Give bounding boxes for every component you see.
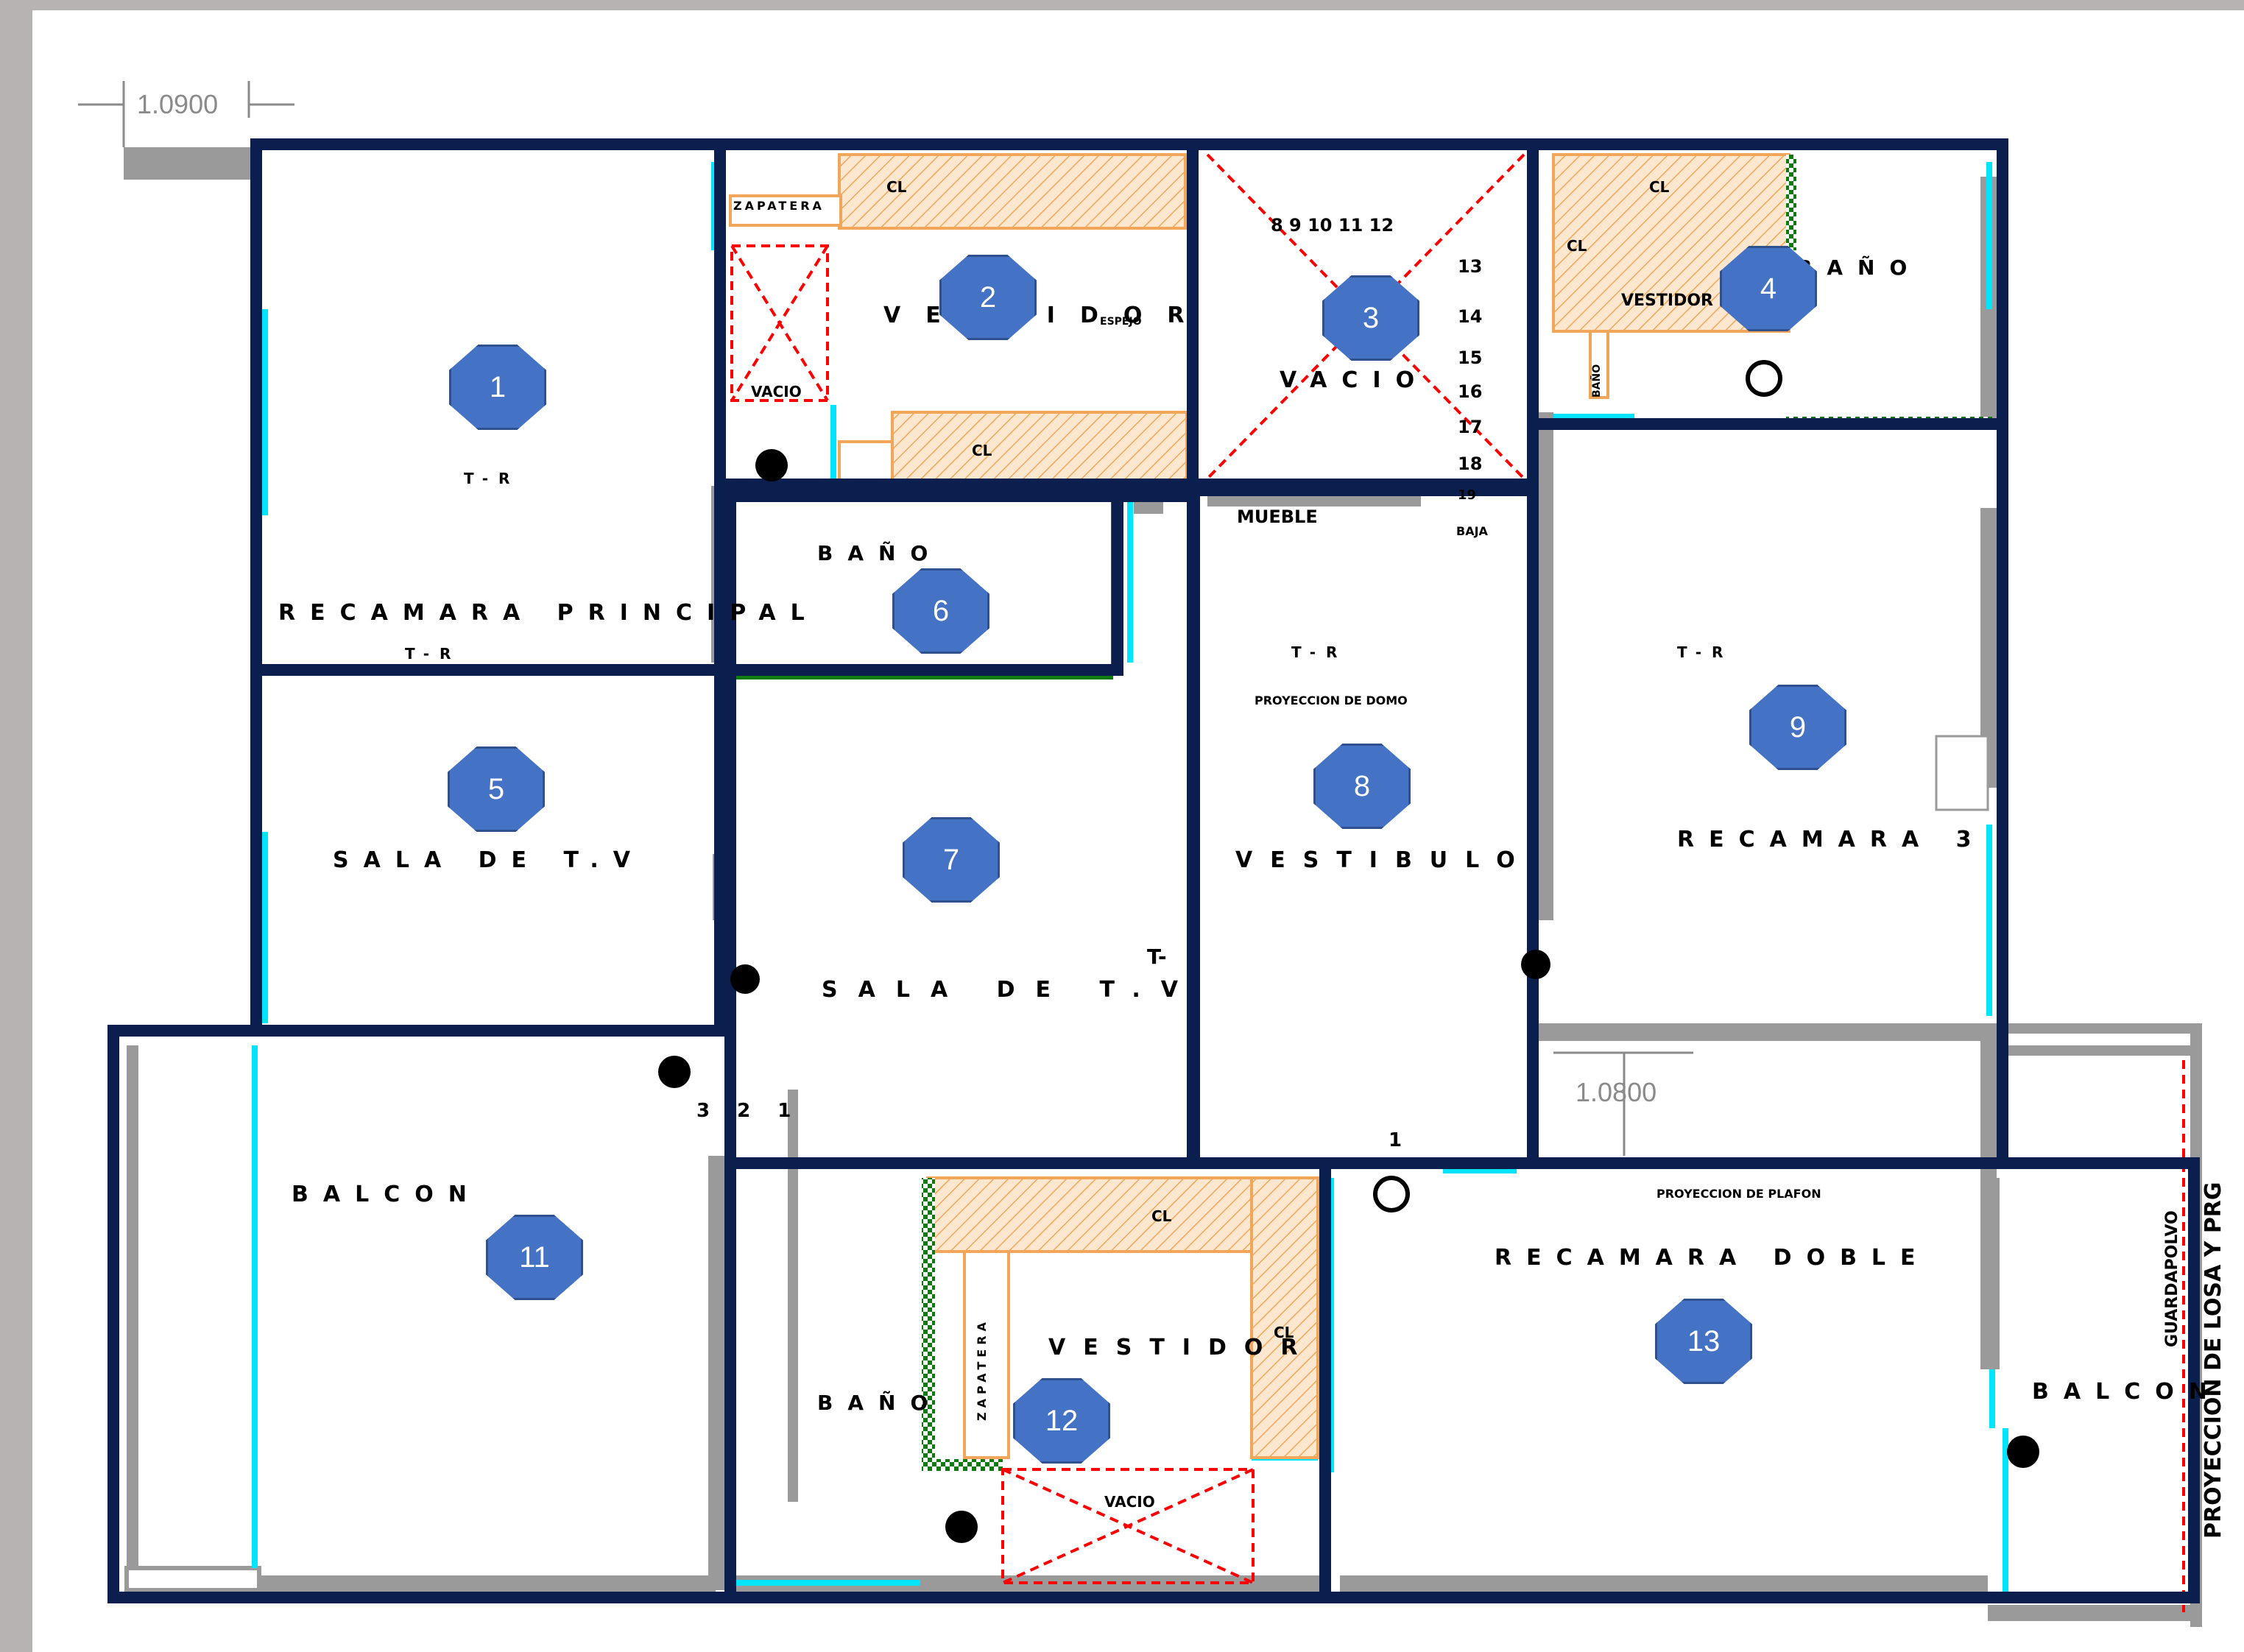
label-stairs-17: 17	[1458, 417, 1483, 437]
label-cl-5: CL	[1151, 1207, 1172, 1225]
label-stair-nums: 3 2 1	[696, 1100, 802, 1122]
dimension-top: 1.0900	[137, 89, 219, 119]
label-tr-4: T-R	[1677, 643, 1734, 661]
label-vestidor-2: VESTIDOR	[1621, 292, 1713, 310]
label-t-partial: T-	[1147, 945, 1167, 969]
label-bano-vertical: BAÑO	[1591, 364, 1603, 398]
label-sala-tv-1: SALA DE T.V	[333, 847, 645, 873]
label-stairs-14: 14	[1458, 306, 1483, 327]
label-zapatera-vertical: ZAPATERA	[975, 1318, 989, 1421]
label-vacio-small-2: VACIO	[1104, 1493, 1155, 1511]
sheet-border-top	[0, 0, 2244, 10]
label-balcon-2: BALCON	[2032, 1379, 2222, 1405]
closets	[729, 153, 1790, 1459]
label-bano-2: BAÑO	[817, 541, 943, 565]
sheet-border-left	[0, 0, 32, 1652]
gray-walls	[124, 147, 2202, 1627]
room-marker-2: 2	[939, 255, 1037, 340]
label-vestidor-3: VESTIDOR	[1048, 1335, 1316, 1360]
fixtures	[658, 360, 2039, 1543]
label-cl-3: CL	[1649, 178, 1670, 196]
label-tr-3: T-R	[1291, 643, 1348, 661]
label-vestidor-1: VESTIDOR	[883, 303, 1210, 328]
label-stairs-15: 15	[1458, 347, 1483, 368]
room-marker-3: 3	[1322, 275, 1419, 361]
room-marker-8: 8	[1313, 744, 1411, 829]
label-recamara-3: RECAMARA 3	[1677, 827, 1986, 853]
room-marker-12: 12	[1013, 1378, 1110, 1464]
label-stairs-16: 16	[1458, 381, 1483, 402]
label-balcon-1: BALCON	[292, 1182, 481, 1207]
room-marker-9: 9	[1749, 685, 1846, 770]
label-stairs-18: 18	[1458, 453, 1483, 474]
label-guardapolvo: GUARDAPOLVO	[2163, 1210, 2181, 1347]
label-proyeccion-plafon: PROYECCION DE PLAFON	[1656, 1187, 1821, 1201]
label-stairs-top: 8 9 10 11 12	[1271, 215, 1394, 236]
label-espejo: ESPEJO	[1100, 316, 1142, 328]
label-tr-2: T-R	[405, 645, 462, 663]
label-vacio-small-1: VACIO	[751, 383, 802, 400]
label-cl-4: CL	[1567, 237, 1587, 255]
room-marker-4: 4	[1720, 246, 1817, 331]
label-proyeccion-losa: PROYECCION DE LOSA Y PRG	[2201, 1182, 2226, 1539]
label-vestibulo: VESTIBULO	[1235, 847, 1533, 873]
dimension-lower: 1.0800	[1576, 1077, 1657, 1107]
label-cl-6: CL	[1274, 1324, 1294, 1341]
room-walls	[107, 138, 2200, 1603]
label-cl-1: CL	[886, 178, 907, 196]
label-cl-2: CL	[972, 442, 992, 459]
room-marker-1: 1	[449, 345, 546, 430]
room-marker-5: 5	[448, 746, 545, 832]
label-mueble: MUEBLE	[1237, 506, 1318, 527]
dimension-lines	[78, 81, 1693, 1156]
label-zapatera: ZAPATERA	[733, 199, 825, 213]
label-proyeccion-domo: PROYECCION DE DOMO	[1255, 693, 1408, 707]
room-marker-6: 6	[892, 568, 989, 654]
label-stair-one: 1	[1389, 1129, 1402, 1151]
room-marker-7: 7	[903, 817, 1000, 903]
label-tr-1: T-R	[464, 470, 521, 487]
label-recamara-doble: RECAMARA DOBLE	[1495, 1245, 1930, 1271]
label-stairs-13: 13	[1458, 256, 1483, 277]
label-vacio-big: VACIO	[1280, 367, 1430, 393]
label-stairs-19: 19	[1458, 487, 1477, 503]
label-recamara-principal: RECAMARA PRINCIPAL	[278, 600, 819, 626]
room-marker-11: 11	[486, 1215, 583, 1300]
label-sala-tv-2: SALA DE T.V	[822, 977, 1199, 1003]
label-bano-3: BAÑO	[817, 1391, 943, 1415]
room-marker-13: 13	[1655, 1299, 1752, 1384]
label-stairs-baja: BAJA	[1456, 524, 1488, 538]
